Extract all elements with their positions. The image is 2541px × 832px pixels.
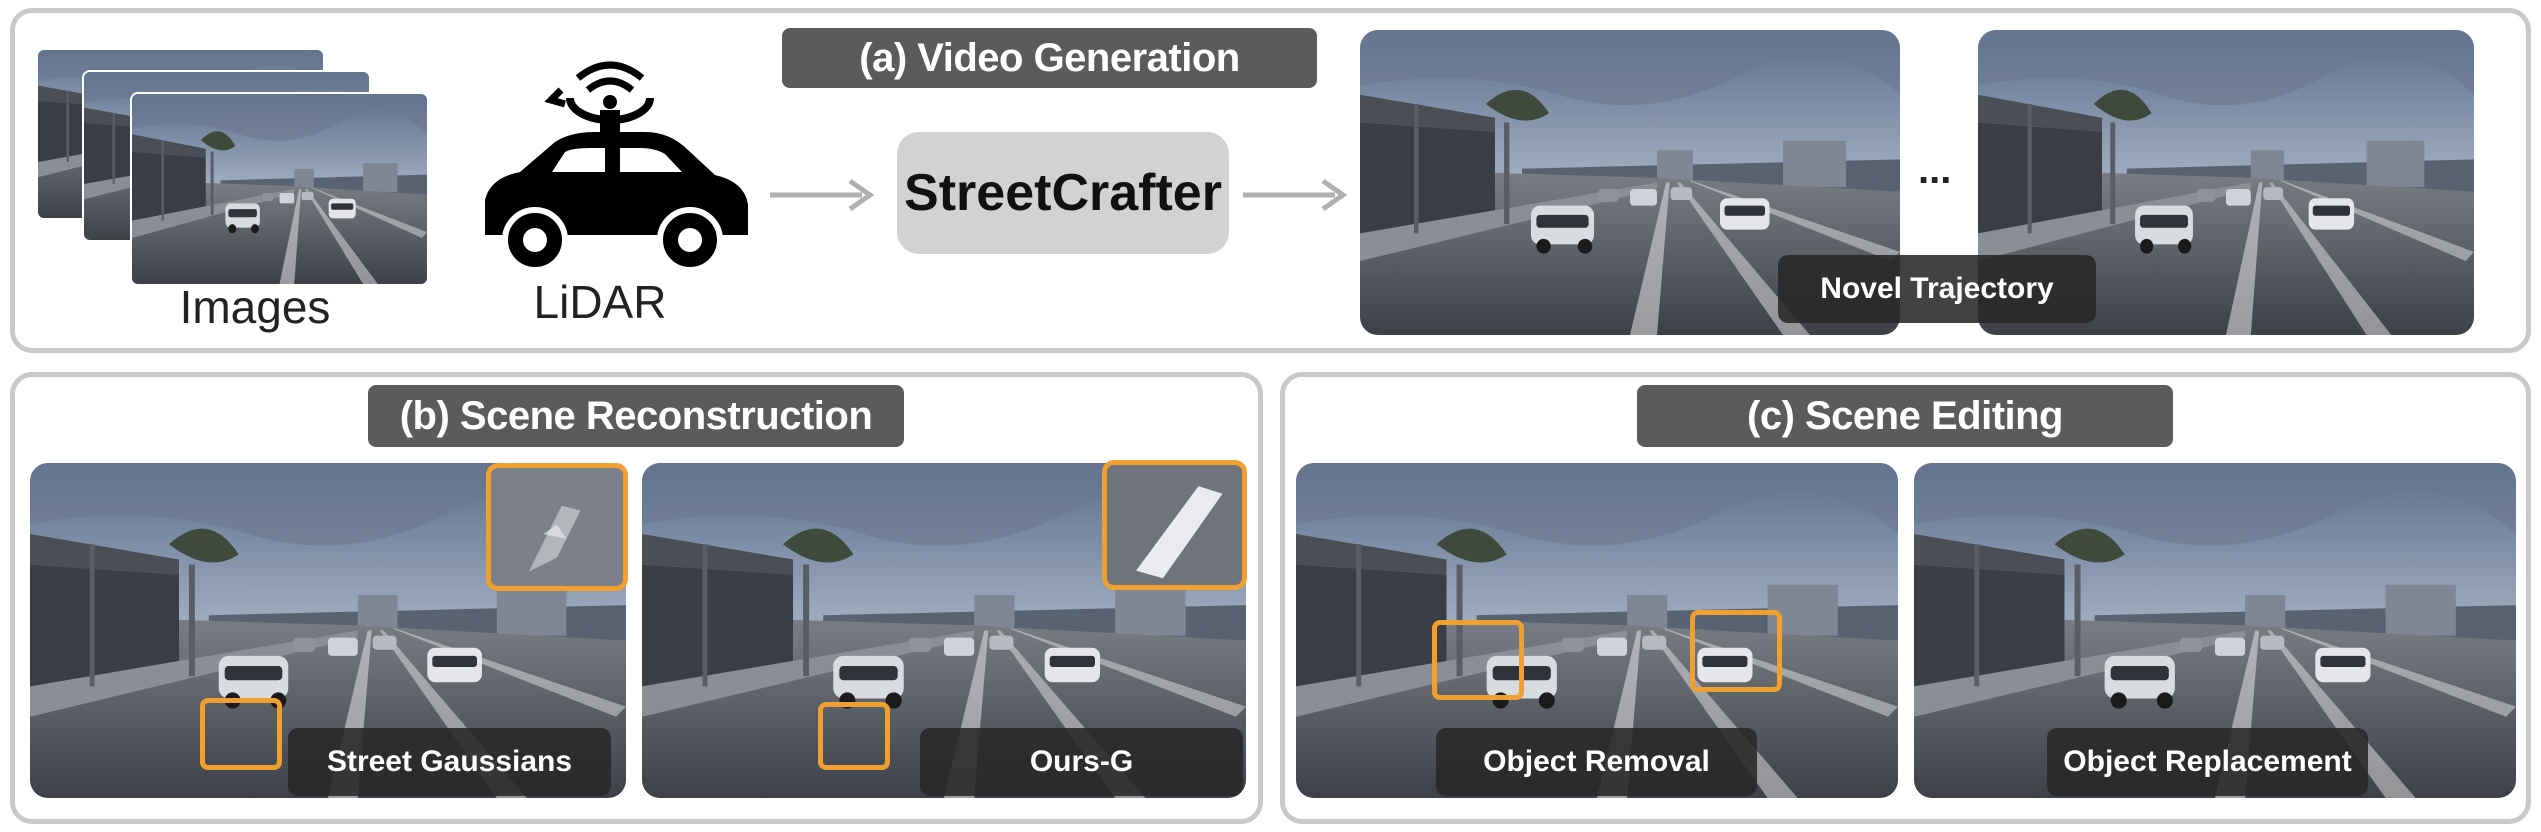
streetcrafter-model: StreetCrafter: [897, 132, 1229, 254]
novel-trajectory-tag: Novel Trajectory: [1778, 255, 2096, 323]
object-removal-tag: Object Removal: [1436, 728, 1757, 796]
ellipsis: ...: [1918, 148, 1952, 192]
ours-g-zoom: [1102, 460, 1247, 590]
removed-object-highlight-2: [1690, 610, 1782, 692]
panel-c-title: (c) Scene Editing: [1637, 385, 2173, 447]
arrow-right-icon: [770, 178, 875, 212]
street-gaussians-tag: Street Gaussians: [288, 728, 611, 796]
street-gaussians-highlight: [200, 698, 282, 770]
images-label: Images: [179, 281, 331, 333]
removed-object-highlight-1: [1432, 620, 1524, 700]
panel-b-title: (b) Scene Reconstruction: [368, 385, 904, 447]
ours-g-highlight: [818, 702, 890, 770]
object-replacement-tag: Object Replacement: [2047, 728, 2368, 796]
lidar-car-icon: [485, 61, 748, 273]
panel-a-title: (a) Video Generation: [782, 28, 1317, 88]
street-gaussians-zoom: [486, 463, 628, 591]
ours-g-tag: Ours-G: [920, 728, 1243, 796]
input-image-1: [130, 92, 429, 286]
arrow-right-icon: [1243, 178, 1348, 212]
lidar-label: LiDAR: [533, 276, 667, 328]
